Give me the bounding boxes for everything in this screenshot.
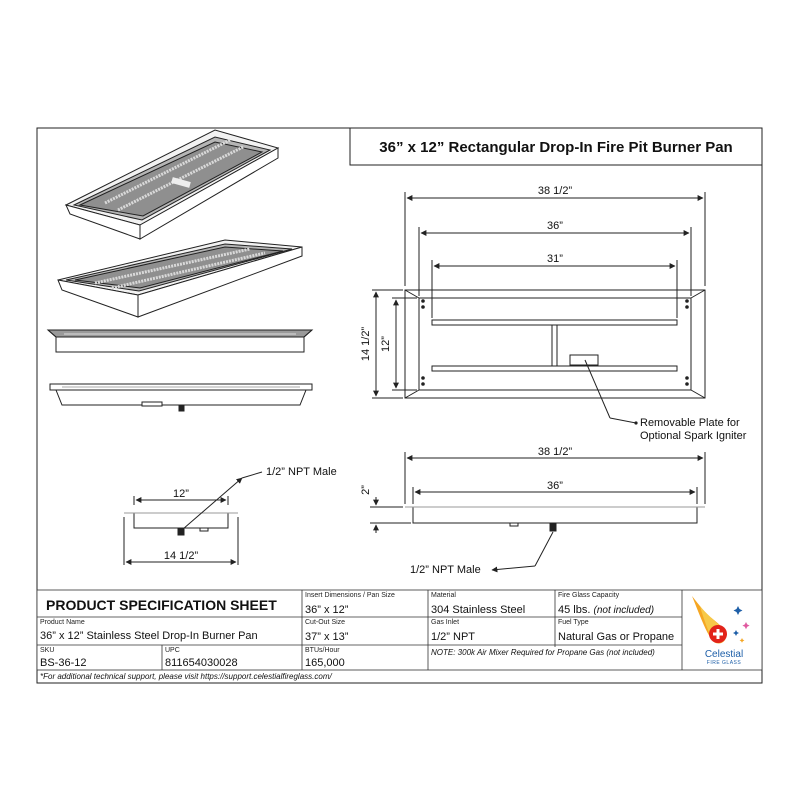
- plan-view: [372, 192, 706, 425]
- igniter-note-line1: Removable Plate for: [640, 417, 740, 429]
- side-inlet-label: 1/2” NPT Male: [410, 564, 481, 576]
- celestial-logo: Celestial FIRE GLASS: [686, 592, 760, 668]
- logo-sub: FIRE GLASS: [706, 660, 742, 666]
- insert-label: Insert Dimensions / Pan Size: [305, 592, 395, 599]
- side-height-label: 2”: [360, 485, 372, 495]
- capacity-note: (not included): [593, 605, 655, 616]
- material-value: 304 Stainless Steel: [431, 604, 526, 616]
- title-box: [349, 127, 763, 166]
- iso-view-low: [57, 239, 303, 318]
- gas-inlet-label: Gas Inlet: [431, 619, 460, 626]
- sku-value: BS-36-12: [40, 657, 87, 669]
- end-pan-depth-label: 12”: [173, 488, 189, 500]
- fuel-label: Fuel Type: [558, 619, 589, 626]
- upc-label: UPC: [165, 647, 180, 654]
- btu-label: BTUs/Hour: [305, 647, 340, 654]
- end-inlet-label: 1/2” NPT Male: [266, 466, 337, 478]
- side-overall-width-label: 38 1/2”: [538, 446, 573, 458]
- logo-name: Celestial: [704, 649, 744, 660]
- material-label: Material: [431, 592, 456, 599]
- end-view: [123, 471, 263, 565]
- side-elevation: [370, 452, 706, 573]
- sku-label: SKU: [40, 647, 55, 654]
- capacity-value-row: 45 lbs. (not included): [558, 604, 654, 617]
- fuel-value: Natural Gas or Propane: [558, 631, 675, 643]
- cutout-value: 37” x 13”: [305, 631, 349, 643]
- side-view-bottom: [49, 383, 313, 412]
- product-name-label: Product Name: [40, 619, 85, 626]
- spec-table-grid: [36, 589, 763, 671]
- propane-note: NOTE: 300k Air Mixer Required for Propan…: [431, 648, 655, 657]
- pan-depth-label: 12”: [380, 336, 392, 352]
- insert-value: 36” x 12”: [305, 604, 349, 616]
- support-footer: *For additional technical support, pleas…: [40, 672, 332, 681]
- flame-icon: [692, 596, 750, 644]
- capacity-value: 45 lbs.: [558, 604, 591, 616]
- burner-width-label: 31”: [547, 253, 563, 265]
- product-name-value: 36” x 12” Stainless Steel Drop-In Burner…: [40, 630, 258, 642]
- upc-value: 811654030028: [165, 657, 238, 669]
- page-title: 36” x 12” Rectangular Drop-In Fire Pit B…: [379, 139, 732, 156]
- pan-width-label: 36”: [547, 220, 563, 232]
- overall-width-label: 38 1/2”: [538, 185, 573, 197]
- btu-value: 165,000: [305, 657, 345, 669]
- end-overall-depth-label: 14 1/2”: [164, 550, 199, 562]
- cutout-label: Cut-Out Size: [305, 619, 346, 626]
- side-pan-width-label: 36”: [547, 480, 563, 492]
- gas-inlet-value: 1/2” NPT: [431, 631, 476, 643]
- side-view-top: [46, 329, 314, 353]
- overall-depth-label: 14 1/2”: [360, 327, 372, 362]
- spec-heading: PRODUCT SPECIFICATION SHEET: [46, 597, 277, 613]
- capacity-label: Fire Glass Capacity: [558, 592, 620, 599]
- igniter-note-line2: Optional Spark Igniter: [640, 430, 747, 442]
- iso-view-angled: [64, 129, 280, 240]
